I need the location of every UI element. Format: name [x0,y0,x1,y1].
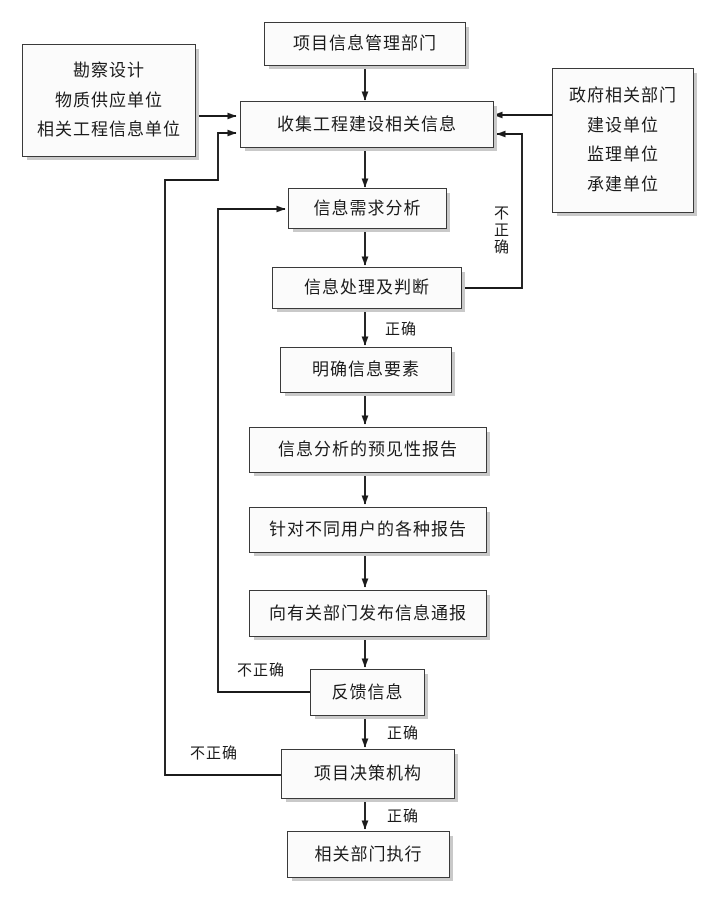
source-units-line-3: 相关工程信息单位 [37,119,181,139]
relevant-dept-execution-label: 相关部门执行 [314,844,423,864]
publish-info-bulletin-label: 向有关部门发布信息通报 [269,603,467,623]
info-processing-judgement-box[interactable]: 信息处理及判断 [272,267,462,309]
edge-label-incorrect-feedback: 不正确 [237,663,286,679]
clarify-info-elements-label: 明确信息要素 [312,360,420,380]
collect-construction-info-box[interactable]: 收集工程建设相关信息 [240,101,494,148]
info-processing-judgement-label: 信息处理及判断 [304,278,430,298]
project-decision-body-label: 项目决策机构 [314,764,422,784]
source-units-line-1: 勘察设计 [73,61,145,81]
edge-label-correct-decision: 正确 [387,809,420,825]
source-units-line-2: 物质供应单位 [55,90,163,110]
info-demand-analysis-label: 信息需求分析 [313,198,422,218]
project-info-management-dept-label: 项目信息管理部门 [293,34,437,54]
government-units-box[interactable]: 政府相关部门 建设单位 监理单位 承建单位 [552,68,694,213]
feedback-info-box[interactable]: 反馈信息 [310,669,425,716]
edge-label-incorrect-decision: 不正确 [190,746,239,762]
project-info-management-dept-box[interactable]: 项目信息管理部门 [264,22,466,66]
edge-label-correct-process: 正确 [385,322,418,338]
edge-label-correct-feedback: 正确 [387,726,420,742]
feedback-info-label: 反馈信息 [331,682,404,702]
user-specific-reports-box[interactable]: 针对不同用户的各种报告 [249,507,487,553]
edge-label-incorrect-process: 不正确 [492,205,508,256]
government-units-line-1: 政府相关部门 [569,85,677,105]
source-units-box[interactable]: 勘察设计 物质供应单位 相关工程信息单位 [22,44,196,157]
info-demand-analysis-box[interactable]: 信息需求分析 [288,188,447,229]
clarify-info-elements-box[interactable]: 明确信息要素 [280,347,452,393]
relevant-dept-execution-box[interactable]: 相关部门执行 [287,831,450,878]
project-decision-body-box[interactable]: 项目决策机构 [281,749,455,799]
government-units-line-3: 监理单位 [587,145,659,165]
predictive-analysis-report-label: 信息分析的预见性报告 [278,440,458,460]
predictive-analysis-report-box[interactable]: 信息分析的预见性报告 [249,427,487,473]
government-units-line-2: 建设单位 [587,115,659,135]
user-specific-reports-label: 针对不同用户的各种报告 [269,520,467,540]
collect-construction-info-label: 收集工程建设相关信息 [277,114,457,134]
publish-info-bulletin-box[interactable]: 向有关部门发布信息通报 [249,590,487,637]
government-units-line-4: 承建单位 [587,175,659,195]
